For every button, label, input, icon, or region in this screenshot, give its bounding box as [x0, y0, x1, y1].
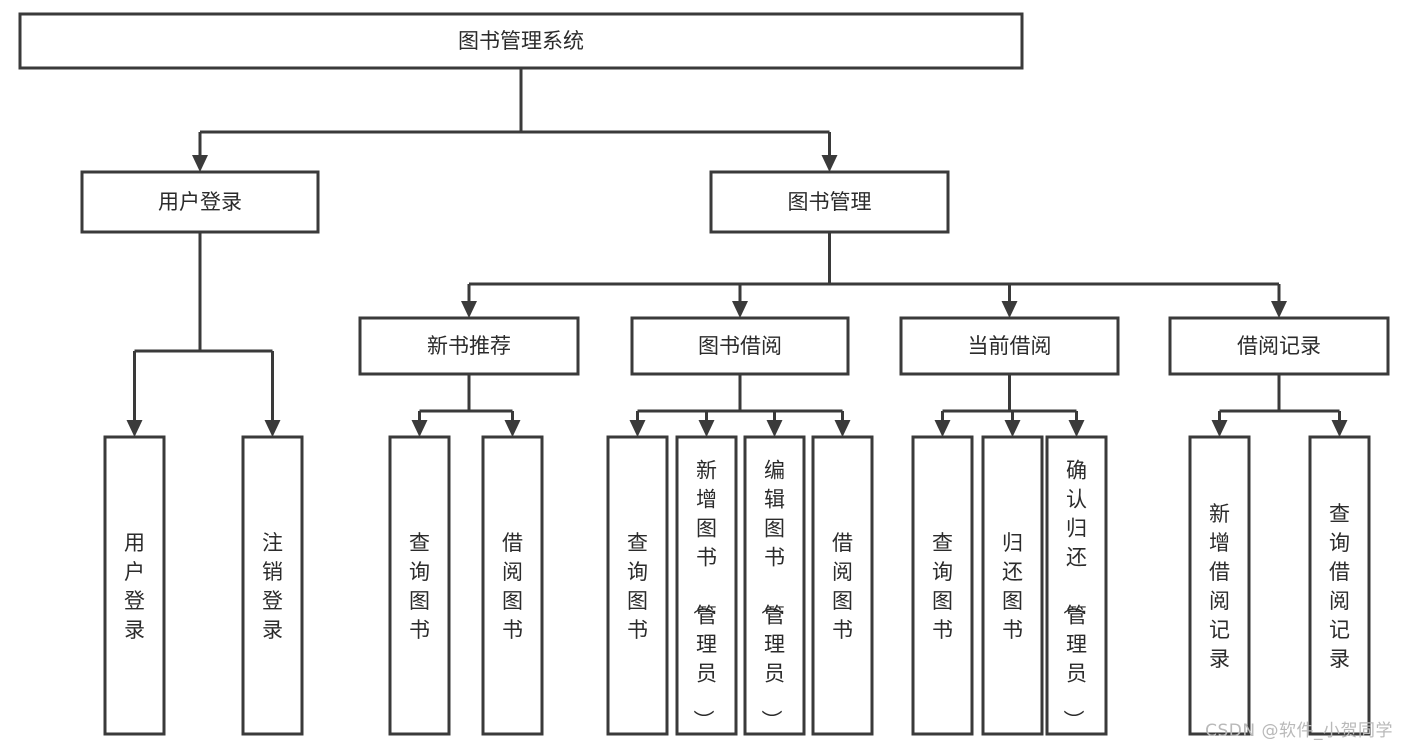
node-leaf-borrow-book-2[interactable]: 借阅图书	[811, 435, 874, 736]
arrow-head	[264, 420, 281, 437]
node-new-book-recommend[interactable]: 新书推荐	[358, 316, 580, 376]
node-label-leaf-query-book-3: 查询图书	[932, 531, 953, 642]
edge-group-book-manage	[461, 232, 1287, 318]
node-box-leaf-borrow-book-1[interactable]	[481, 435, 544, 736]
connector-layer	[126, 68, 1348, 437]
arrow-head	[934, 420, 951, 437]
node-label-leaf-return-book: 归还图书	[1002, 531, 1023, 642]
node-box-leaf-edit-book[interactable]	[743, 435, 806, 736]
arrow-head	[834, 420, 851, 437]
node-box-leaf-add-book[interactable]	[675, 435, 738, 736]
node-label-leaf-user-logout: 注销登录	[262, 531, 283, 642]
edge-group-new-book-recommend	[411, 374, 521, 437]
node-label-root: 图书管理系统	[458, 29, 584, 53]
node-box-leaf-query-record[interactable]	[1308, 435, 1371, 736]
node-root[interactable]: 图书管理系统	[18, 12, 1024, 70]
node-box-leaf-query-book-2[interactable]	[606, 435, 669, 736]
node-label-borrow-record: 借阅记录	[1237, 334, 1321, 358]
node-current-borrow[interactable]: 当前借阅	[899, 316, 1120, 376]
node-label-leaf-query-book-2: 查询图书	[627, 531, 648, 642]
node-box-new-book-recommend[interactable]	[358, 316, 580, 376]
node-leaf-borrow-book-1[interactable]: 借阅图书	[481, 435, 544, 736]
node-label-leaf-user-login: 用户登录	[124, 531, 145, 642]
node-user-login[interactable]: 用户登录	[80, 170, 320, 234]
node-layer: 图书管理系统用户登录图书管理新书推荐图书借阅当前借阅借阅记录用户登录注销登录查询…	[18, 12, 1390, 736]
node-leaf-query-book-1[interactable]: 查询图书	[388, 435, 451, 736]
arrow-head	[192, 155, 208, 172]
node-label-book-borrow: 图书借阅	[698, 334, 782, 358]
node-label-leaf-edit-book: 编辑图书（管理员）	[759, 459, 785, 731]
edge-group-book-borrow	[629, 374, 851, 437]
arrow-head	[1331, 420, 1348, 437]
arrow-head	[821, 155, 838, 172]
arrow-head	[504, 420, 521, 437]
arrow-head	[461, 301, 477, 318]
node-leaf-add-book[interactable]: 新增图书（管理员）	[675, 435, 738, 736]
node-box-leaf-user-logout[interactable]	[241, 435, 304, 736]
node-label-leaf-confirm-return: 确认归还（管理员）	[1061, 459, 1087, 731]
arrow-head	[698, 420, 715, 437]
node-box-book-borrow[interactable]	[630, 316, 850, 376]
node-box-root[interactable]	[18, 12, 1024, 70]
edge-group-user-login	[126, 232, 281, 437]
node-box-book-manage[interactable]	[709, 170, 950, 234]
node-label-user-login: 用户登录	[158, 190, 242, 214]
node-label-leaf-query-book-1: 查询图书	[409, 531, 430, 642]
node-leaf-user-login[interactable]: 用户登录	[103, 435, 166, 736]
node-box-borrow-record[interactable]	[1168, 316, 1390, 376]
arrow-head	[126, 420, 143, 437]
edge-group-current-borrow	[934, 374, 1085, 437]
node-book-borrow[interactable]: 图书借阅	[630, 316, 850, 376]
node-label-leaf-borrow-book-2: 借阅图书	[832, 531, 853, 642]
node-label-leaf-borrow-book-1: 借阅图书	[502, 531, 523, 642]
node-box-leaf-user-login[interactable]	[103, 435, 166, 736]
arrow-head	[1068, 420, 1085, 437]
node-box-leaf-query-book-3[interactable]	[911, 435, 974, 736]
node-box-leaf-confirm-return[interactable]	[1045, 435, 1108, 736]
node-label-book-manage: 图书管理	[788, 190, 872, 214]
node-leaf-confirm-return[interactable]: 确认归还（管理员）	[1045, 435, 1108, 736]
arrow-head	[1271, 301, 1287, 318]
arrow-head	[629, 420, 646, 437]
arrow-head	[732, 301, 748, 318]
edge-group-root	[192, 68, 838, 172]
node-label-leaf-add-book: 新增图书（管理员）	[691, 459, 717, 731]
node-label-current-borrow: 当前借阅	[968, 334, 1052, 358]
arrow-head	[766, 420, 783, 437]
csdn-watermark: CSDN @软件_小贺同学	[1205, 721, 1393, 741]
node-leaf-add-record[interactable]: 新增借阅记录	[1188, 435, 1251, 736]
arrow-head	[1211, 420, 1228, 437]
node-leaf-user-logout[interactable]: 注销登录	[241, 435, 304, 736]
node-label-new-book-recommend: 新书推荐	[427, 334, 511, 358]
node-label-leaf-add-record: 新增借阅记录	[1209, 502, 1230, 671]
node-box-leaf-borrow-book-2[interactable]	[811, 435, 874, 736]
node-book-manage[interactable]: 图书管理	[709, 170, 950, 234]
node-leaf-query-book-3[interactable]: 查询图书	[911, 435, 974, 736]
node-box-leaf-query-book-1[interactable]	[388, 435, 451, 736]
arrow-head	[411, 420, 428, 437]
node-leaf-query-book-2[interactable]: 查询图书	[606, 435, 669, 736]
arrow-head	[1004, 420, 1021, 437]
node-box-current-borrow[interactable]	[899, 316, 1120, 376]
arrow-head	[1001, 301, 1018, 318]
node-label-leaf-query-record: 查询借阅记录	[1329, 502, 1350, 671]
node-leaf-query-record[interactable]: 查询借阅记录	[1308, 435, 1371, 736]
node-box-leaf-return-book[interactable]	[981, 435, 1044, 736]
edge-group-borrow-record	[1211, 374, 1348, 437]
node-box-leaf-add-record[interactable]	[1188, 435, 1251, 736]
node-leaf-edit-book[interactable]: 编辑图书（管理员）	[743, 435, 806, 736]
node-leaf-return-book[interactable]: 归还图书	[981, 435, 1044, 736]
node-box-user-login[interactable]	[80, 170, 320, 234]
node-borrow-record[interactable]: 借阅记录	[1168, 316, 1390, 376]
